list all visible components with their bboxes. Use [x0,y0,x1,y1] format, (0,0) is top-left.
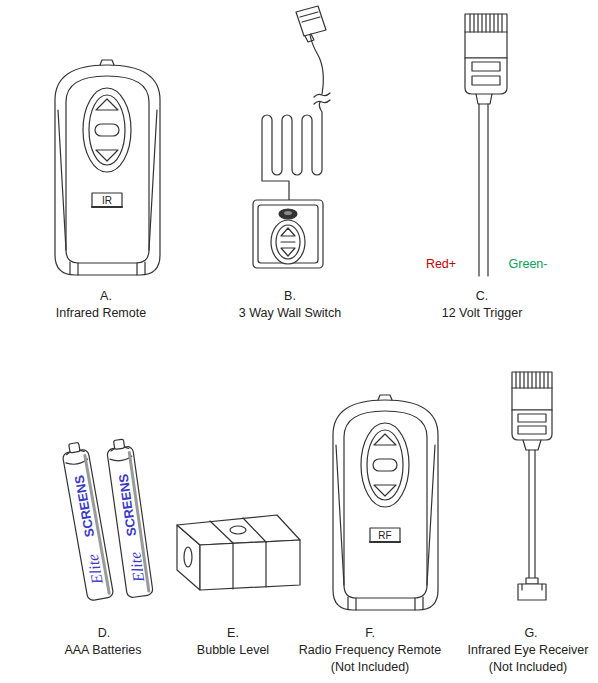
remote-badge: RF [378,530,391,541]
part-letter: A. [100,290,112,304]
part-name: Infrared Remote [56,307,146,321]
part-letter: D. [98,627,111,641]
wire-label: Red+ [426,258,456,272]
part-letter: E. [227,627,239,641]
part-letter: B. [284,290,296,304]
part-name: Infrared Eye Receiver [468,644,589,658]
part-letter: G. [524,627,537,641]
part-note: (Not Included) [489,661,568,675]
part-name: 3 Way Wall Switch [239,307,342,321]
wire-label: Green- [509,258,548,272]
part-note: (Not Included) [331,661,410,675]
part-name: 12 Volt Trigger [442,307,523,321]
part-name: AAA Batteries [64,644,141,658]
remote-badge: IR [102,195,112,206]
part-name: Bubble Level [197,644,269,658]
part-letter: F. [365,627,375,641]
part-name: Radio Frequency Remote [299,644,441,658]
part-letter: C. [476,290,489,304]
